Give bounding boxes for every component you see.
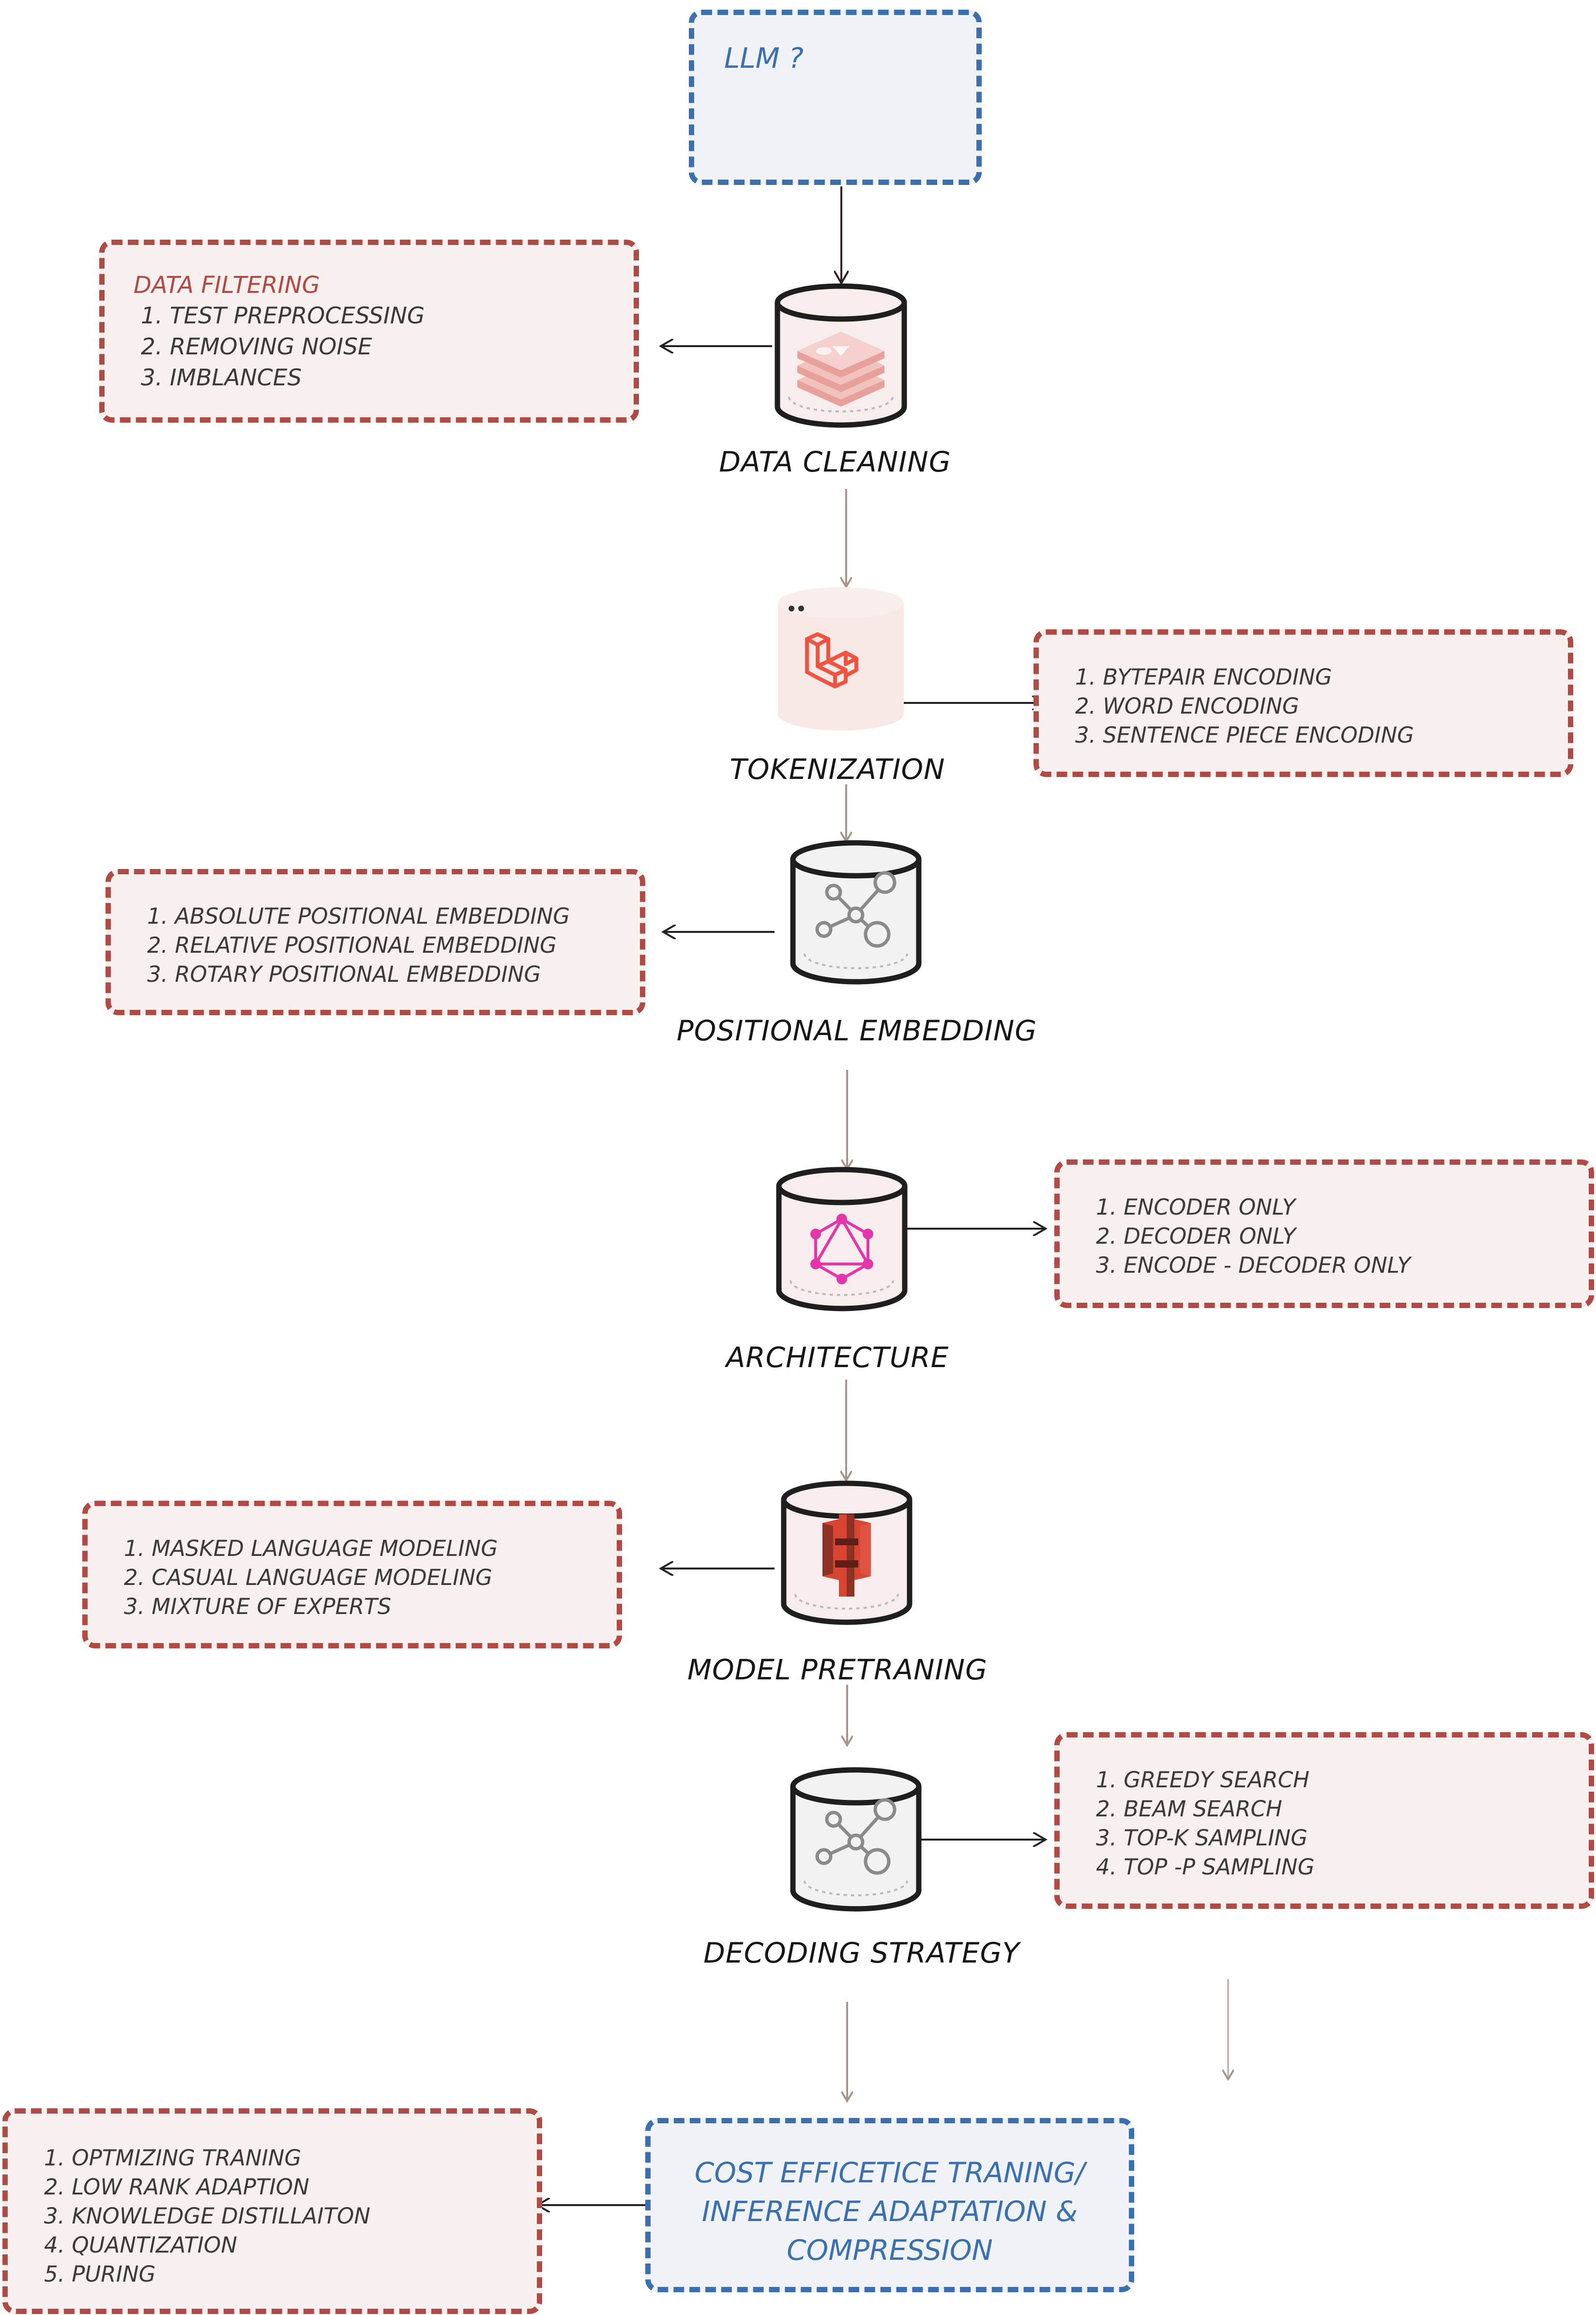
redis-stack-icon: [797, 332, 884, 407]
stage-label-architecture: ARCHITECTURE: [726, 1341, 949, 1374]
graphql-icon: [810, 1214, 873, 1284]
graph-network-icon: [815, 871, 897, 948]
architecture-cylinder: [776, 1167, 908, 1311]
graph-network-icon: [815, 1798, 897, 1875]
list-item: 3. KNOWLEDGE DISTILLAITON: [44, 2203, 371, 2229]
decoding-list: 1. GREEDY SEARCH 2. BEAM SEARCH 3. TOP-K…: [1096, 1766, 1314, 1882]
list-item: 2. CASUAL LANGUAGE MODELING: [124, 1565, 493, 1590]
list-item: 1. TEST PREPROCESSING: [141, 303, 425, 329]
cost-line: COMPRESSION: [787, 2234, 993, 2267]
list-item: 4. TOP -P SAMPLING: [1096, 1854, 1315, 1880]
positional-list: 1. ABSOLUTE POSITIONAL EMBEDDING 2. RELA…: [147, 902, 570, 989]
stage-label-model-pretraining: MODEL PRETRANING: [687, 1653, 988, 1686]
model-pretraining-box: 1. MASKED LANGUAGE MODELING 2. CASUAL LA…: [82, 1501, 622, 1648]
llm-box: LLM ?: [689, 10, 982, 185]
list-item: 3. TOP-K SAMPLING: [1096, 1825, 1308, 1851]
aws-s3-icon: [822, 1514, 871, 1597]
list-item: 2. BEAM SEARCH: [1096, 1796, 1282, 1822]
list-item: 4. QUANTIZATION: [44, 2232, 237, 2258]
cost-line: INFERENCE ADAPTATION &: [701, 2195, 1078, 2228]
list-item: 1. GREEDY SEARCH: [1096, 1767, 1309, 1793]
data-filtering-box: DATA FILTERING 1. TEST PREPROCESSING 2. …: [99, 240, 639, 423]
cost-efficient-text: COST EFFICETICE TRANING/ INFERENCE ADAPT…: [651, 2153, 1129, 2269]
architecture-list: 1. ENCODER ONLY 2. DECODER ONLY 3. ENCOD…: [1096, 1193, 1411, 1280]
list-item: 3. ENCODE - DECODER ONLY: [1096, 1252, 1411, 1278]
stage-label-data-cleaning: DATA CLEANING: [719, 445, 951, 478]
list-item: 1. OPTMIZING TRANING: [44, 2145, 302, 2171]
llm-title: LLM ?: [724, 42, 804, 75]
data-filtering-list: 1. TEST PREPROCESSING 2. REMOVING NOISE …: [141, 302, 425, 395]
decoding-strategy-box: 1. GREEDY SEARCH 2. BEAM SEARCH 3. TOP-K…: [1054, 1732, 1594, 1909]
list-item: 2. DECODER ONLY: [1096, 1223, 1296, 1249]
list-item: 3. MIXTURE OF EXPERTS: [124, 1594, 392, 1619]
tokenization-box: 1. BYTEPAIR ENCODING 2. WORD ENCODING 3.…: [1034, 629, 1573, 777]
pretraining-list: 1. MASKED LANGUAGE MODELING 2. CASUAL LA…: [124, 1534, 498, 1621]
list-item: 1. BYTEPAIR ENCODING: [1075, 664, 1332, 690]
laravel-icon: [805, 632, 858, 688]
list-item: 3. ROTARY POSITIONAL EMBEDDING: [147, 961, 541, 987]
list-item: 2. LOW RANK ADAPTION: [44, 2174, 309, 2200]
list-item: 3. IMBLANCES: [141, 365, 302, 391]
positional-embedding-box: 1. ABSOLUTE POSITIONAL EMBEDDING 2. RELA…: [106, 869, 645, 1015]
architecture-box: 1. ENCODER ONLY 2. DECODER ONLY 3. ENCOD…: [1054, 1159, 1594, 1308]
stage-label-positional-embedding: POSITIONAL EMBEDDING: [676, 1014, 1037, 1047]
list-item: 2. RELATIVE POSITIONAL EMBEDDING: [147, 932, 557, 958]
list-item: 1. MASKED LANGUAGE MODELING: [124, 1536, 498, 1561]
list-item: 2. REMOVING NOISE: [141, 334, 372, 360]
list-item: 1. ABSOLUTE POSITIONAL EMBEDDING: [147, 903, 570, 929]
list-item: 1. ENCODER ONLY: [1096, 1194, 1296, 1220]
cost-items-box: 1. OPTMIZING TRANING 2. LOW RANK ADAPTIO…: [2, 2108, 542, 2314]
stage-label-decoding-strategy: DECODING STRATEGY: [703, 1936, 1020, 1969]
tokenization-cylinder: [778, 587, 904, 731]
list-item: 5. PURING: [44, 2261, 156, 2287]
tokenization-list: 1. BYTEPAIR ENCODING 2. WORD ENCODING 3.…: [1075, 663, 1414, 750]
data-filtering-title: DATA FILTERING: [134, 272, 320, 299]
cost-items-list: 1. OPTMIZING TRANING 2. LOW RANK ADAPTIO…: [44, 2144, 370, 2289]
model-pretraining-cylinder: [781, 1480, 912, 1625]
stage-label-tokenization: TOKENIZATION: [730, 753, 945, 786]
list-item: 3. SENTENCE PIECE ENCODING: [1075, 722, 1414, 748]
list-item: 2. WORD ENCODING: [1075, 693, 1299, 719]
cost-efficient-box: COST EFFICETICE TRANING/ INFERENCE ADAPT…: [645, 2118, 1134, 2292]
data-cleaning-cylinder: [775, 283, 907, 428]
cost-line: COST EFFICETICE TRANING/: [694, 2156, 1085, 2189]
positional-embedding-cylinder: [790, 840, 922, 985]
decoding-strategy-cylinder: [790, 1767, 922, 1912]
